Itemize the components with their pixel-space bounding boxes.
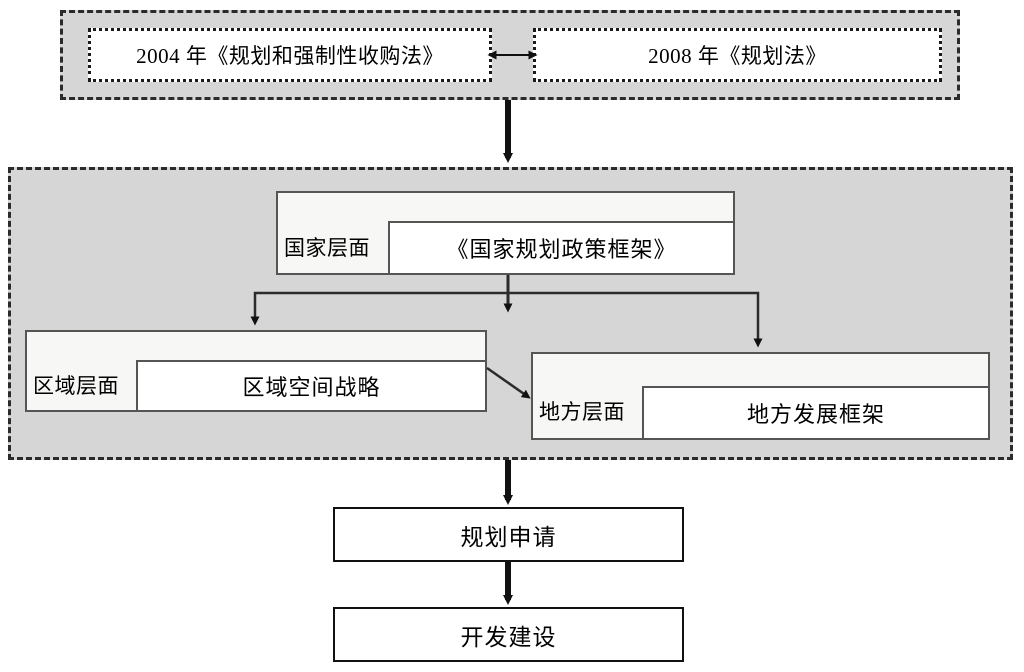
level-label-national: 国家层面 bbox=[284, 236, 370, 260]
process-label-application: 规划申请 bbox=[460, 524, 557, 550]
statute-label-2008: 2008 年《规划法》 bbox=[648, 44, 827, 68]
level-document-label-national: 《国家规划政策框架》 bbox=[446, 237, 677, 262]
level-document-label-regional: 区域空间战略 bbox=[242, 375, 381, 400]
statute-box-2004[interactable]: 2004 年《规划和强制性收购法》 bbox=[88, 28, 492, 82]
process-label-development: 开发建设 bbox=[460, 624, 557, 650]
statute-box-2008[interactable]: 2008 年《规划法》 bbox=[533, 28, 942, 82]
level-document-national[interactable]: 《国家规划政策框架》 bbox=[388, 221, 735, 275]
process-box-application[interactable]: 规划申请 bbox=[333, 507, 684, 562]
level-document-regional[interactable]: 区域空间战略 bbox=[136, 360, 487, 412]
statute-label-2004: 2004 年《规划和强制性收购法》 bbox=[136, 44, 444, 68]
level-label-local: 地方层面 bbox=[539, 400, 625, 424]
level-document-local[interactable]: 地方发展框架 bbox=[642, 386, 990, 440]
level-label-regional: 区域层面 bbox=[33, 374, 119, 398]
process-box-development[interactable]: 开发建设 bbox=[333, 607, 684, 662]
level-document-label-local: 地方发展框架 bbox=[746, 402, 885, 427]
